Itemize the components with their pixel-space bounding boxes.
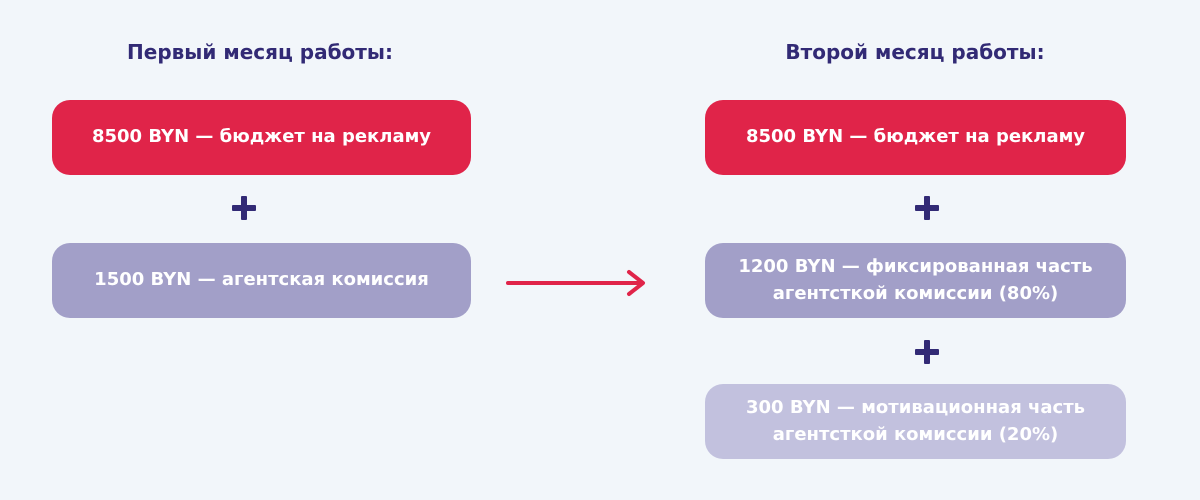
first-month-commission-label: 1500 BYN — агентская комиссия bbox=[94, 269, 429, 291]
plus-icon bbox=[915, 340, 939, 364]
arrow-right-icon bbox=[506, 270, 645, 296]
motivation-commission-line-2: агентсткой комиссии (20%) bbox=[772, 423, 1059, 445]
fixed-commission-line-1: 1200 BYN — фиксированная часть bbox=[738, 256, 1093, 278]
first-month-title: Первый месяц работы: bbox=[127, 40, 393, 64]
plus-icon bbox=[232, 196, 256, 220]
second-month-fixed-commission-box: 1200 BYN — фиксированная часть агентстко… bbox=[705, 243, 1126, 318]
second-month-motivation-commission-box: 300 BYN — мотивационная часть агентсткой… bbox=[705, 384, 1126, 459]
first-month-commission-box: 1500 BYN — агентская комиссия bbox=[52, 243, 471, 318]
plus-icon bbox=[915, 196, 939, 220]
second-month-budget-box: 8500 BYN — бюджет на рекламу bbox=[705, 100, 1126, 175]
fixed-commission-line-2: агентсткой комиссии (80%) bbox=[772, 282, 1059, 304]
first-month-budget-box: 8500 BYN — бюджет на рекламу bbox=[52, 100, 471, 175]
second-month-budget-label: 8500 BYN — бюджет на рекламу bbox=[745, 126, 1086, 148]
motivation-commission-line-1: 300 BYN — мотивационная часть bbox=[745, 397, 1086, 419]
first-month-budget-label: 8500 BYN — бюджет на рекламу bbox=[91, 126, 432, 148]
second-month-title: Второй месяц работы: bbox=[785, 40, 1045, 64]
